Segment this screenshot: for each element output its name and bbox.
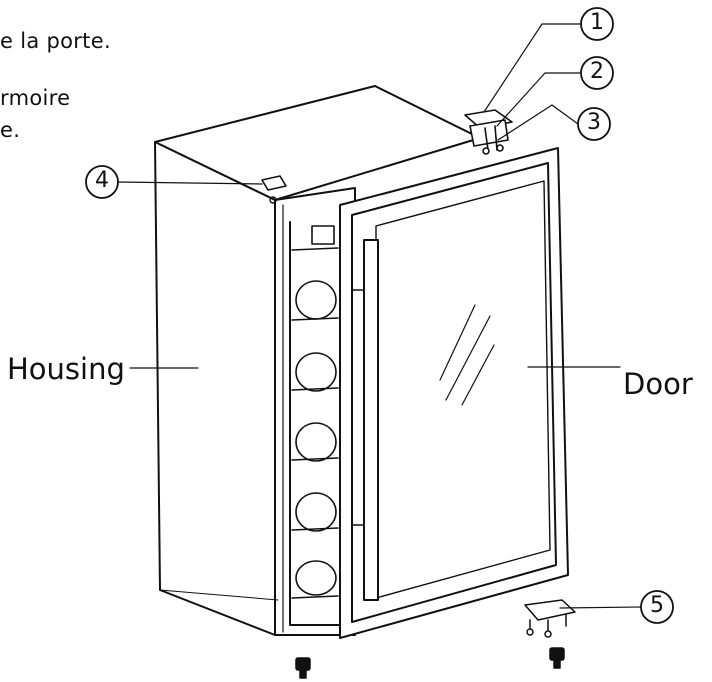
shelf-group — [291, 225, 339, 599]
bottle-2 — [295, 352, 337, 392]
door-inner-frame — [351, 162, 557, 623]
instruction-text-fragment-1: e la porte. — [0, 29, 111, 53]
bottle-3 — [295, 422, 337, 462]
top-hinge — [464, 109, 513, 155]
leader-2 — [496, 72, 582, 127]
callout-2-number: 2 — [590, 59, 604, 84]
bottom-hinge — [524, 599, 576, 638]
instruction-text-fragment-2: rmoire — [0, 86, 71, 110]
callout-1-number: 1 — [590, 10, 604, 35]
leader-5 — [559, 606, 642, 609]
instruction-text-fragment-3: e. — [0, 118, 21, 142]
leader-3 — [497, 104, 579, 141]
housing-front-frame — [274, 187, 356, 636]
callout-3-number: 3 — [587, 110, 601, 135]
door-handle — [363, 239, 379, 601]
housing-inner-edge — [289, 221, 346, 626]
leveling-foot-left — [295, 657, 311, 679]
glass-reflection — [439, 304, 495, 406]
bottle-5 — [295, 560, 337, 596]
leader-1 — [483, 23, 582, 113]
bottle-4 — [295, 492, 337, 532]
door-outer — [339, 147, 569, 639]
leader-4 — [117, 181, 263, 185]
door-label: Door — [623, 367, 693, 401]
callout-5-number: 5 — [650, 593, 664, 618]
housing-label: Housing — [7, 352, 125, 386]
bottle-1 — [295, 280, 337, 320]
hinge-hole-cover — [261, 175, 287, 191]
callout-4-number: 4 — [95, 168, 109, 193]
housing-side — [154, 141, 276, 636]
leveling-foot-right — [549, 647, 565, 669]
